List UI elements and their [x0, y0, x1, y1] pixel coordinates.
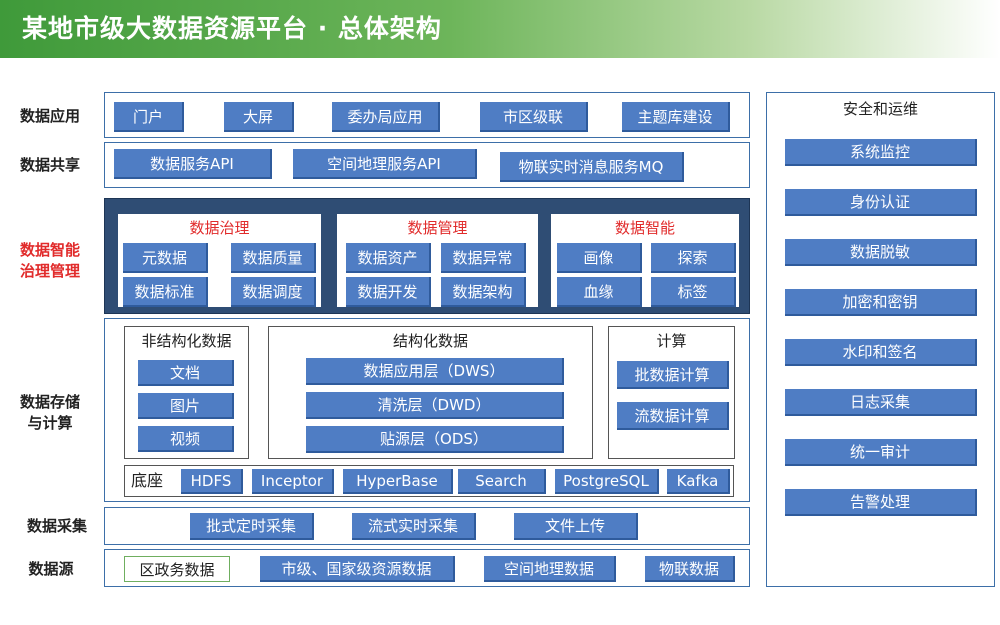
app-item-bigscreen[interactable]: 大屏 — [224, 102, 294, 132]
sec-item-monitoring[interactable]: 系统监控 — [785, 139, 977, 166]
title-bar — [0, 0, 1000, 58]
sec-item-log-collect[interactable]: 日志采集 — [785, 389, 977, 416]
base-item-postgresql[interactable]: PostgreSQL — [555, 469, 659, 494]
row-label-app: 数据应用 — [19, 107, 80, 125]
mgmt-item-develop[interactable]: 数据开发 — [346, 277, 431, 307]
base-item-hyperbase[interactable]: HyperBase — [343, 469, 453, 494]
row-label-governance-1: 数据智能 — [19, 241, 80, 259]
base-item-kafka[interactable]: Kafka — [667, 469, 730, 494]
app-item-portal[interactable]: 门户 — [114, 102, 184, 132]
base-label: 底座 — [131, 471, 164, 490]
panel-title-management: 数据管理 — [407, 219, 468, 237]
structured-item-dwd[interactable]: 清洗层（DWD） — [306, 392, 564, 419]
intel-item-portrait[interactable]: 画像 — [557, 243, 642, 273]
compute-item-stream[interactable]: 流数据计算 — [617, 402, 729, 430]
sec-item-masking[interactable]: 数据脱敏 — [785, 239, 977, 266]
collect-item-stream[interactable]: 流式实时采集 — [352, 513, 476, 540]
source-item-geo[interactable]: 空间地理数据 — [484, 556, 616, 582]
sec-item-identity[interactable]: 身份认证 — [785, 189, 977, 216]
source-item-district-gov[interactable]: 区政务数据 — [124, 556, 230, 582]
mgmt-item-anomaly[interactable]: 数据异常 — [441, 243, 526, 273]
row-label-storage-1: 数据存储 — [19, 393, 80, 411]
panel-title-governance: 数据治理 — [189, 219, 250, 237]
sec-item-alert[interactable]: 告警处理 — [785, 489, 977, 516]
box-title-compute: 计算 — [656, 332, 687, 350]
panel-title-intelligence: 数据智能 — [614, 219, 675, 237]
gov-item-metadata[interactable]: 元数据 — [123, 243, 208, 273]
collect-item-batch[interactable]: 批式定时采集 — [190, 513, 314, 540]
collect-item-file-upload[interactable]: 文件上传 — [514, 513, 638, 540]
app-item-city-district[interactable]: 市区级联 — [480, 102, 588, 132]
source-item-city-national[interactable]: 市级、国家级资源数据 — [260, 556, 455, 582]
source-item-iot[interactable]: 物联数据 — [645, 556, 735, 582]
mgmt-item-assets[interactable]: 数据资产 — [346, 243, 431, 273]
page-title: 某地市级大数据资源平台 · 总体架构 — [22, 14, 442, 43]
unstructured-item-doc[interactable]: 文档 — [138, 360, 234, 386]
row-label-governance-2: 治理管理 — [19, 262, 80, 280]
row-label-source: 数据源 — [28, 560, 74, 578]
structured-item-ods[interactable]: 贴源层（ODS） — [306, 426, 564, 453]
security-ops-title: 安全和运维 — [842, 100, 918, 118]
compute-item-batch[interactable]: 批数据计算 — [617, 361, 729, 389]
box-title-unstructured: 非结构化数据 — [141, 332, 232, 350]
share-item-data-api[interactable]: 数据服务API — [114, 149, 272, 179]
box-title-structured: 结构化数据 — [392, 332, 468, 350]
share-item-geo-api[interactable]: 空间地理服务API — [293, 149, 477, 179]
sec-item-audit[interactable]: 统一审计 — [785, 439, 977, 466]
gov-item-standard[interactable]: 数据标准 — [123, 277, 208, 307]
row-label-share: 数据共享 — [19, 156, 80, 174]
mgmt-item-architecture[interactable]: 数据架构 — [441, 277, 526, 307]
box-compute: 计算 — [608, 326, 735, 459]
intel-item-tag[interactable]: 标签 — [651, 277, 736, 307]
base-item-hdfs[interactable]: HDFS — [181, 469, 243, 494]
unstructured-item-image[interactable]: 图片 — [138, 393, 234, 419]
app-item-theme-db[interactable]: 主题库建设 — [622, 102, 730, 132]
share-item-iot-mq[interactable]: 物联实时消息服务MQ — [500, 152, 684, 182]
base-item-inceptor[interactable]: Inceptor — [252, 469, 334, 494]
row-label-collect: 数据采集 — [26, 517, 87, 535]
base-item-search[interactable]: Search — [458, 469, 546, 494]
gov-item-quality[interactable]: 数据质量 — [231, 243, 316, 273]
intel-item-lineage[interactable]: 血缘 — [557, 277, 642, 307]
app-item-bureau-app[interactable]: 委办局应用 — [332, 102, 440, 132]
sec-item-watermark[interactable]: 水印和签名 — [785, 339, 977, 366]
row-label-storage-2: 与计算 — [27, 414, 73, 432]
sec-item-encryption[interactable]: 加密和密钥 — [785, 289, 977, 316]
gov-item-schedule[interactable]: 数据调度 — [231, 277, 316, 307]
unstructured-item-video[interactable]: 视频 — [138, 426, 234, 452]
structured-item-dws[interactable]: 数据应用层（DWS） — [306, 358, 564, 385]
intel-item-explore[interactable]: 探索 — [651, 243, 736, 273]
